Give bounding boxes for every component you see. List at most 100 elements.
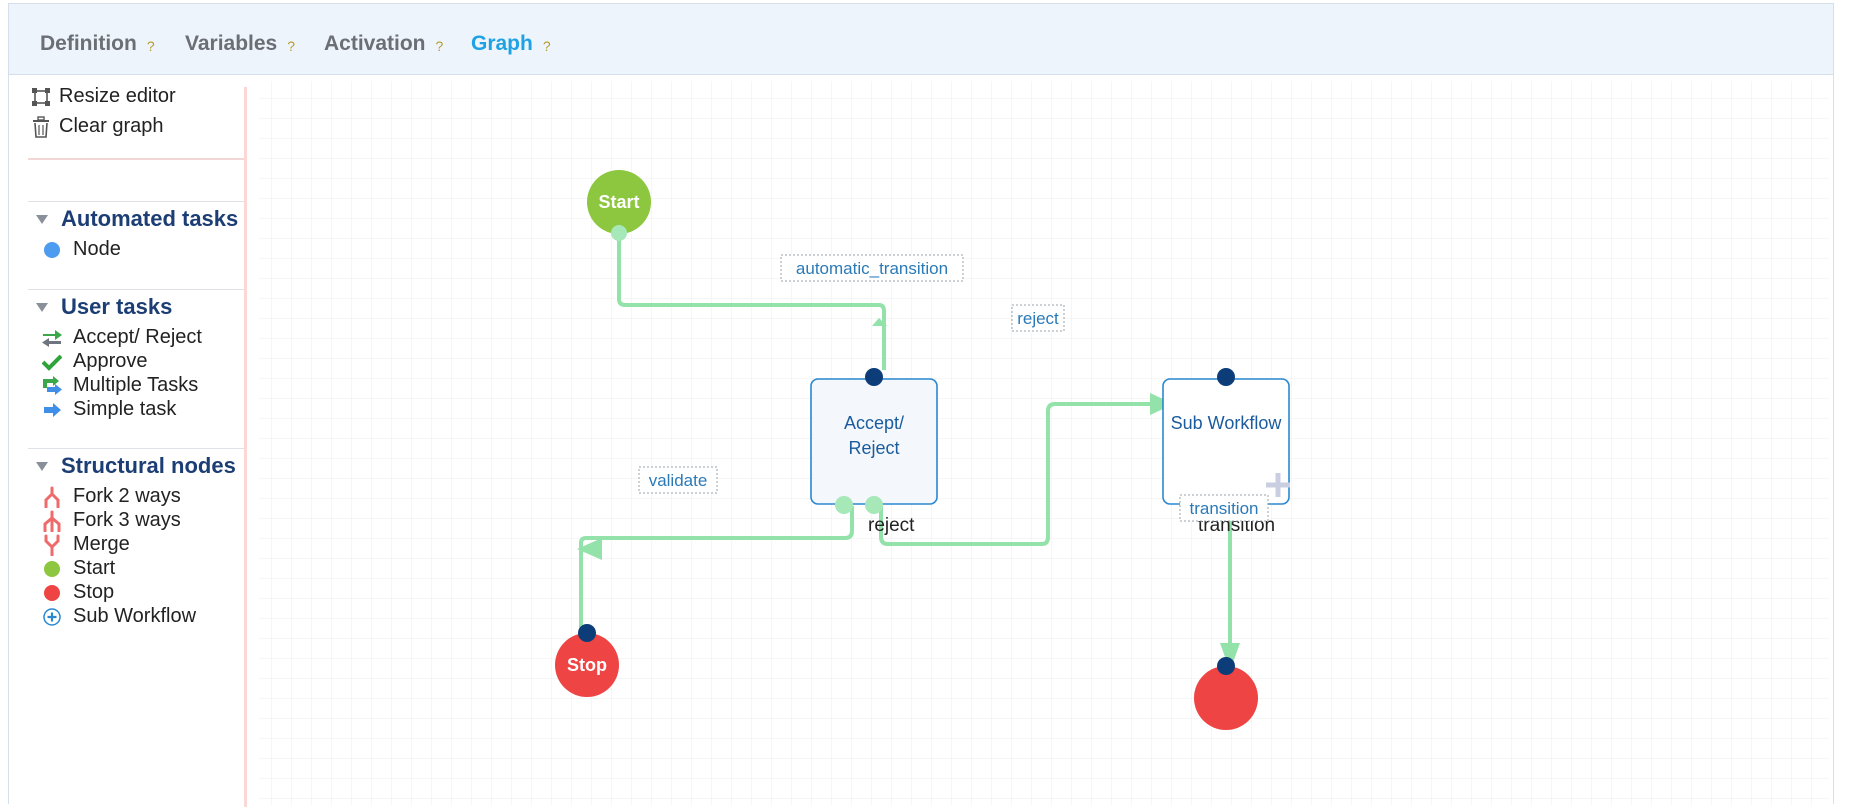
tab-definition-label: Definition — [40, 32, 137, 55]
palette-item-label: Approve — [73, 350, 148, 372]
stop-node-label: Stop — [567, 655, 607, 675]
stop-node[interactable]: Stop — [555, 624, 619, 697]
fork-2-icon — [41, 486, 63, 508]
palette-item-simple-task[interactable]: Simple task — [41, 398, 176, 421]
tab-graph[interactable]: Graph ? — [471, 27, 551, 61]
palette-item-accept-reject[interactable]: Accept/ Reject — [41, 326, 202, 349]
edge-label-text: transition — [1190, 499, 1259, 518]
node-label-line1: Accept/ — [844, 413, 904, 433]
output-port[interactable] — [611, 225, 627, 241]
output-port-validate[interactable] — [835, 496, 853, 514]
sidebar-divider — [244, 87, 247, 807]
section-user-tasks[interactable]: User tasks — [36, 294, 172, 320]
palette-item-label: Stop — [73, 581, 115, 603]
edge-label-transition[interactable]: transition — [1179, 494, 1269, 522]
help-icon[interactable]: ? — [146, 38, 155, 54]
input-port[interactable] — [1217, 657, 1235, 675]
section-title: User tasks — [61, 294, 173, 319]
section-divider — [28, 448, 244, 449]
checkmark-icon — [41, 351, 63, 373]
sub-workflow-node[interactable]: Sub Workflow transition — [1162, 368, 1290, 536]
start-node-label: Start — [598, 192, 639, 212]
palette-item-label: Node — [73, 238, 121, 260]
tab-bar: Definition ? Variables ? Activation ? Gr… — [9, 4, 1833, 75]
trash-icon — [33, 115, 49, 138]
sidebar: Resize editor Clear graph Automated task… — [9, 75, 251, 807]
section-divider — [28, 289, 244, 290]
edge-validate[interactable] — [579, 506, 854, 629]
accept-reject-node[interactable]: Accept/ Reject reject — [810, 368, 938, 536]
edge-label-text: reject — [1017, 309, 1059, 328]
section-structural-nodes[interactable]: Structural nodes — [36, 453, 244, 479]
port-label-reject: reject — [868, 515, 915, 536]
swap-arrows-icon — [41, 327, 63, 349]
edge-label-automatic-transition[interactable]: automatic_transition — [780, 254, 964, 282]
palette-item-node[interactable]: Node — [41, 238, 121, 261]
arrowhead — [577, 538, 602, 560]
help-icon[interactable]: ? — [542, 38, 551, 54]
section-title: Automated tasks — [61, 206, 239, 231]
blue-dot-icon — [41, 239, 63, 261]
green-dot-icon — [41, 558, 63, 580]
tab-variables-label: Variables — [185, 32, 278, 55]
palette-item-start[interactable]: Start — [41, 557, 115, 580]
resize-editor-label: Resize editor — [59, 85, 176, 107]
output-port-reject[interactable] — [865, 496, 883, 514]
palette-item-fork-3-ways[interactable]: Fork 3 ways — [41, 509, 181, 532]
edge-label-text: validate — [649, 471, 708, 490]
toolbar-divider — [28, 158, 244, 160]
palette-item-stop[interactable]: Stop — [41, 581, 114, 604]
palette-item-approve[interactable]: Approve — [41, 350, 148, 373]
palette-item-label: Multiple Tasks — [73, 374, 199, 396]
edge-label-reject[interactable]: reject — [1011, 304, 1065, 332]
tab-variables[interactable]: Variables ? — [185, 27, 295, 61]
right-arrow-icon — [41, 399, 63, 421]
palette-item-label: Accept/ Reject — [73, 326, 202, 348]
edge-label-validate[interactable]: validate — [638, 466, 718, 494]
start-node[interactable]: Start — [587, 170, 651, 241]
input-port[interactable] — [1217, 368, 1235, 386]
help-icon[interactable]: ? — [435, 38, 444, 54]
tab-definition[interactable]: Definition ? — [40, 27, 155, 61]
tab-graph-label: Graph — [471, 32, 533, 55]
palette-item-sub-workflow[interactable]: Sub Workflow — [41, 605, 196, 628]
palette-item-label: Simple task — [73, 398, 177, 420]
section-title: Structural nodes — [61, 453, 236, 478]
palette-item-label: Merge — [73, 533, 130, 555]
palette-item-multiple-tasks[interactable]: Multiple Tasks — [41, 374, 198, 397]
input-port[interactable] — [865, 368, 883, 386]
merge-icon — [41, 534, 63, 556]
node-label-line2: Reject — [848, 438, 899, 458]
resize-icon — [32, 87, 50, 106]
edge-automatic-transition[interactable] — [617, 231, 886, 370]
grid-background — [259, 81, 1829, 805]
end-stop-node[interactable] — [1194, 657, 1258, 730]
palette-item-label: Sub Workflow — [73, 605, 197, 627]
expand-plus-icon[interactable] — [1266, 473, 1290, 497]
arrowhead — [872, 318, 887, 326]
section-automated-tasks[interactable]: Automated tasks — [36, 206, 238, 232]
help-icon[interactable]: ? — [287, 38, 296, 54]
palette-item-label: Fork 3 ways — [73, 509, 181, 531]
workflow-editor: Definition ? Variables ? Activation ? Gr… — [8, 3, 1834, 807]
edge-label-text: automatic_transition — [796, 259, 948, 278]
plus-circle-icon — [41, 606, 63, 628]
resize-editor-button[interactable]: Resize editor — [31, 85, 176, 108]
tab-activation[interactable]: Activation ? — [324, 27, 443, 61]
node-label: Sub Workflow — [1171, 413, 1283, 433]
collapse-triangle-icon — [36, 461, 48, 471]
collapse-triangle-icon — [36, 302, 48, 312]
arrowhead — [1220, 643, 1240, 671]
palette-item-merge[interactable]: Merge — [41, 533, 130, 556]
collapse-triangle-icon — [36, 214, 48, 224]
fork-3-icon — [41, 510, 63, 532]
clear-graph-label: Clear graph — [59, 115, 164, 137]
arrowhead — [1150, 393, 1174, 415]
palette-item-fork-2-ways[interactable]: Fork 2 ways — [41, 485, 181, 508]
clear-graph-button[interactable]: Clear graph — [31, 115, 164, 138]
input-port[interactable] — [578, 624, 596, 642]
palette-item-label: Start — [73, 557, 116, 579]
graph-svg[interactable]: Start Accept/ Reject reject Sub Workflow — [259, 81, 1829, 805]
graph-canvas[interactable]: Start Accept/ Reject reject Sub Workflow — [259, 81, 1829, 805]
multi-arrow-icon — [41, 375, 63, 397]
